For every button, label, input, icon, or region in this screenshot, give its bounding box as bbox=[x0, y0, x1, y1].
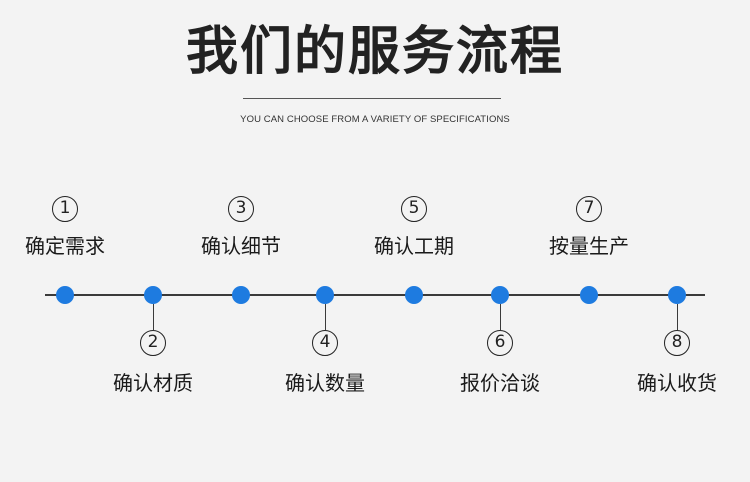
step-8-connector bbox=[677, 304, 678, 330]
step-5-dot bbox=[405, 286, 423, 304]
timeline-line bbox=[45, 294, 705, 296]
step-7-label: 按量生产 bbox=[549, 234, 629, 258]
step-3-label: 确认细节 bbox=[201, 234, 281, 258]
step-7-dot bbox=[580, 286, 598, 304]
step-2-number: 2 bbox=[140, 330, 166, 356]
step-1-number: 1 bbox=[52, 196, 78, 222]
step-7-number: 7 bbox=[576, 196, 602, 222]
step-3-number: 3 bbox=[228, 196, 254, 222]
step-6-label: 报价洽谈 bbox=[460, 371, 540, 395]
step-4-number: 4 bbox=[312, 330, 338, 356]
step-8-label: 确认收货 bbox=[637, 371, 717, 395]
step-6-dot bbox=[491, 286, 509, 304]
step-1-dot bbox=[56, 286, 74, 304]
step-4-label: 确认数量 bbox=[285, 371, 365, 395]
step-3-dot bbox=[232, 286, 250, 304]
step-6-number: 6 bbox=[487, 330, 513, 356]
step-1-label: 确定需求 bbox=[25, 234, 105, 258]
step-5-label: 确认工期 bbox=[374, 234, 454, 258]
step-2-label: 确认材质 bbox=[113, 371, 193, 395]
step-4-connector bbox=[325, 304, 326, 330]
step-4-dot bbox=[316, 286, 334, 304]
step-6-connector bbox=[500, 304, 501, 330]
step-2-connector bbox=[153, 304, 154, 330]
step-2-dot bbox=[144, 286, 162, 304]
page-subtitle: YOU CAN CHOOSE FROM A VARIETY OF SPECIFI… bbox=[240, 114, 510, 125]
step-5-number: 5 bbox=[401, 196, 427, 222]
title-divider bbox=[243, 98, 501, 99]
step-8-dot bbox=[668, 286, 686, 304]
page-title: 我们的服务流程 bbox=[185, 22, 564, 82]
step-8-number: 8 bbox=[664, 330, 690, 356]
